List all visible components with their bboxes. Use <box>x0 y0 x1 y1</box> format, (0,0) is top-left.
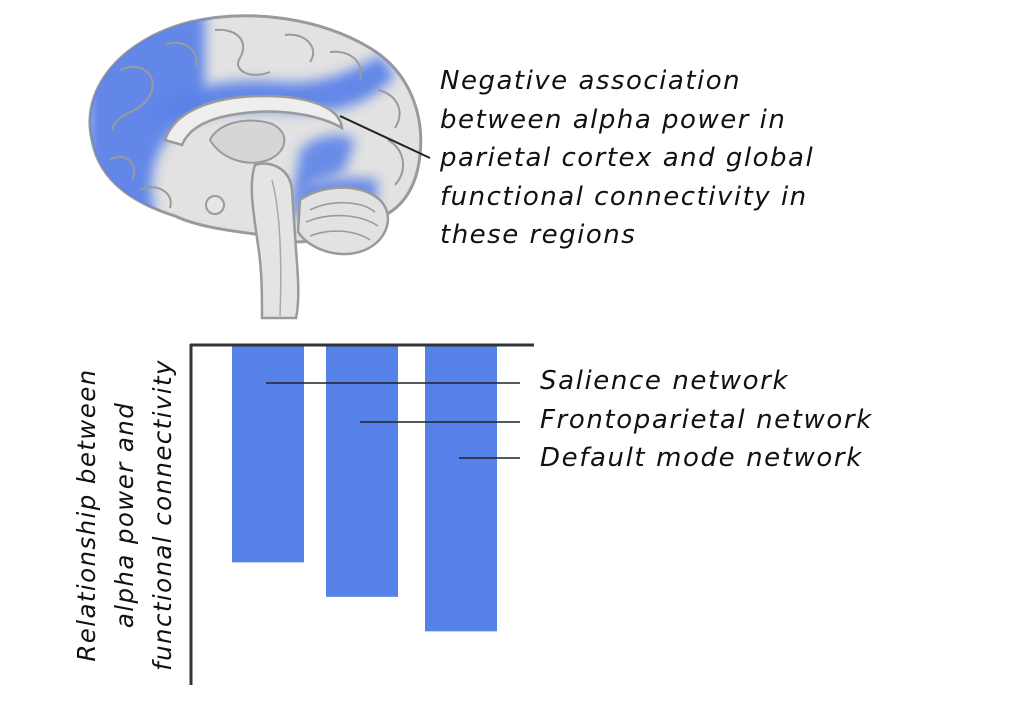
bar-salience <box>232 345 304 563</box>
legend-leaders <box>266 382 520 459</box>
y-axis-label-line: Relationship between <box>72 367 101 662</box>
cerebellum-folia <box>305 201 379 241</box>
legend-label-default-mode: Default mode network <box>540 443 863 473</box>
legend-label-frontoparietal: Frontoparietal network <box>540 405 873 435</box>
corpus-callosum <box>163 94 344 147</box>
y-axis-label: Relationship between alpha power and fun… <box>68 345 182 685</box>
bar-default-mode <box>425 345 497 632</box>
y-axis-label-line: alpha power and <box>110 401 139 628</box>
caption-line: Negative association <box>440 66 742 96</box>
y-axis-label-wrap: Relationship between alpha power and fun… <box>60 342 190 687</box>
caption-line: functional connectivity in <box>440 181 808 212</box>
brainstem <box>250 162 300 320</box>
pituitary <box>205 195 225 215</box>
thalamus <box>208 119 286 164</box>
legend-label-salience: Salience network <box>540 366 790 396</box>
caption: Negative association between alpha power… <box>440 62 860 255</box>
y-axis-label-line: functional connectivity <box>148 358 177 671</box>
caption-line: these regions <box>440 220 637 250</box>
bars-group <box>232 345 497 632</box>
caption-line: parietal cortex and global <box>440 143 815 173</box>
bar-frontoparietal <box>326 345 398 597</box>
caption-line: between alpha power in <box>440 104 787 135</box>
